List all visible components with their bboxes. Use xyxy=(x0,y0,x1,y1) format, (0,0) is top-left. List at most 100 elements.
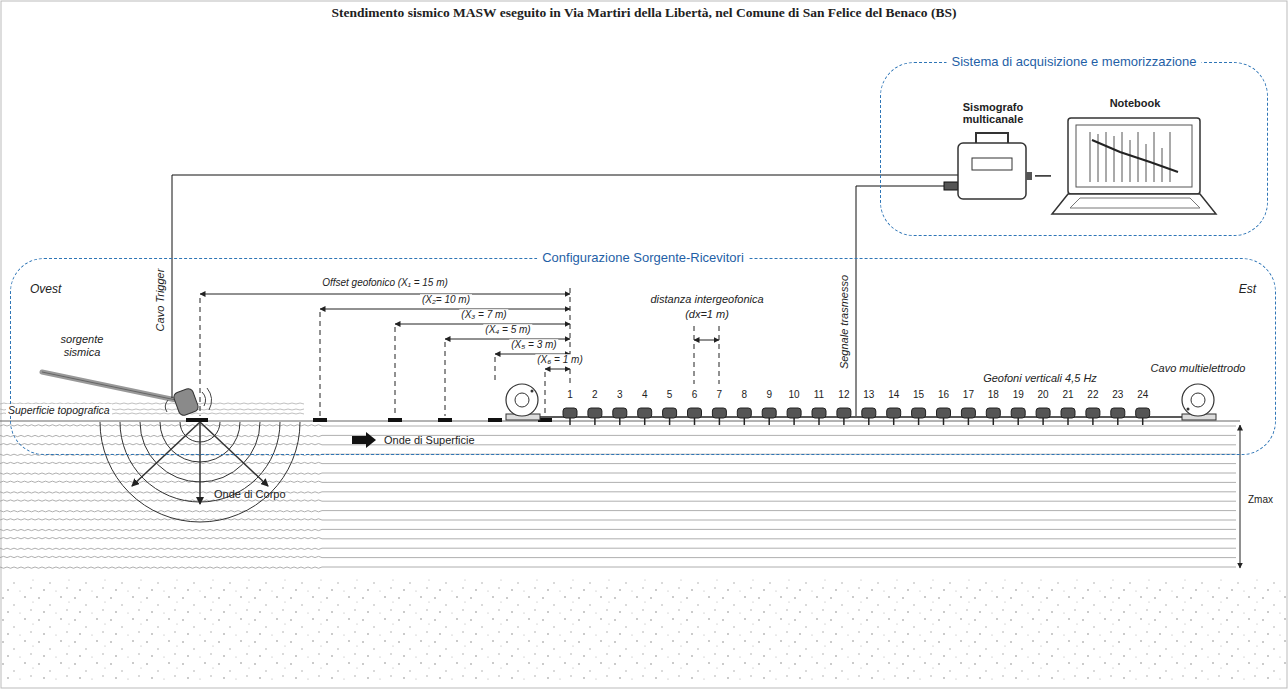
geophone-number: 5 xyxy=(667,389,673,401)
body-waves xyxy=(100,422,300,522)
soil-layer-line xyxy=(0,529,1236,530)
geophone-number: 20 xyxy=(1038,389,1049,401)
geophone-spike xyxy=(694,418,696,425)
geophone-spike xyxy=(918,418,920,425)
wave-label: Onde di Superficie xyxy=(384,434,475,447)
cable-reel-right xyxy=(1182,384,1216,420)
geophone-spike xyxy=(1017,418,1019,425)
bedrock-texture xyxy=(0,578,1288,684)
geophone-number: 22 xyxy=(1087,389,1098,401)
geophone-number: 18 xyxy=(988,389,999,401)
notebook-box: Notebook xyxy=(1051,97,1219,217)
geophone-spike xyxy=(669,418,671,425)
signal-cable xyxy=(856,182,958,416)
geophone-symbol xyxy=(812,408,826,418)
offset-dimension: (X₅ = 3 m) xyxy=(509,339,558,351)
direction-label: Est xyxy=(1239,283,1256,297)
source-receiver-region: Configurazione Sorgente-Ricevitori xyxy=(10,258,1276,455)
geophone-spike xyxy=(993,418,995,425)
geophone-spike xyxy=(768,418,770,425)
direction-label: Ovest xyxy=(30,283,61,297)
device-label: Notebook xyxy=(1051,97,1219,109)
geophone-number: 14 xyxy=(888,389,899,401)
geophone-number: 1 xyxy=(567,389,573,401)
offset-dimension: (X₄ = 5 m) xyxy=(483,324,532,336)
geophone-symbol xyxy=(1086,408,1100,418)
geophone-number: 15 xyxy=(913,389,924,401)
offset-dimension: (X₃ = 7 m) xyxy=(459,309,508,321)
geophone-spike xyxy=(644,418,646,425)
geophone-number: 19 xyxy=(1013,389,1024,401)
zmax-dimension xyxy=(1240,425,1241,568)
offset-dimensions xyxy=(200,294,719,369)
geophone-number: 16 xyxy=(938,389,949,401)
geophone-number: 13 xyxy=(863,389,874,401)
soil-layer-line xyxy=(0,462,1236,463)
surface-wave-arrow xyxy=(352,432,376,448)
geophone-spike xyxy=(818,418,820,425)
trigger-cable xyxy=(172,175,958,398)
soil-layer-line xyxy=(0,567,1236,568)
offset-guides xyxy=(200,288,719,416)
soil-layer-line xyxy=(0,425,1236,426)
geophone-symbol xyxy=(986,408,1000,418)
geophone-spike xyxy=(719,418,721,425)
device-label: Sismografo multicanale xyxy=(951,101,1035,125)
depth-label: Zmax xyxy=(1248,494,1273,506)
soil-layer-line xyxy=(0,556,1236,557)
geophone-symbol xyxy=(912,408,926,418)
geophone-symbol xyxy=(937,408,951,418)
geophone-symbol xyxy=(762,408,776,418)
geophone-number: 6 xyxy=(692,389,698,401)
source-label: sorgente sismica xyxy=(51,333,113,358)
geophone-symbol xyxy=(663,408,677,418)
spacing-dimension: (dx=1 m) xyxy=(685,308,729,321)
offset-dimension: Offset geofonico (X₁ = 15 m) xyxy=(320,277,450,289)
geophone-number: 3 xyxy=(617,389,623,401)
geophone-symbol xyxy=(712,408,726,418)
geophone-number: 23 xyxy=(1112,389,1123,401)
geophone-number: 12 xyxy=(838,389,849,401)
cable-connector xyxy=(1035,175,1051,177)
geophone-spike xyxy=(893,418,895,425)
cable-label: Segnale trasmesso xyxy=(838,275,851,369)
soil-layers xyxy=(0,403,1236,568)
geophones xyxy=(563,408,1150,425)
geophone-spike xyxy=(1142,418,1144,425)
geophone-symbol xyxy=(862,408,876,418)
geophone-number: 7 xyxy=(717,389,723,401)
geophone-symbol xyxy=(887,408,901,418)
soil-layer-line xyxy=(0,519,1236,520)
geophone-symbol xyxy=(688,408,702,418)
offset-dimension: (X₆ = 1 m) xyxy=(535,354,584,366)
geophone-spike xyxy=(868,418,870,425)
geophone-symbol xyxy=(588,408,602,418)
soil-layer-line xyxy=(0,538,1236,539)
geophone-symbol xyxy=(1111,408,1125,418)
geophone-spike xyxy=(744,418,746,425)
geophone-spike xyxy=(793,418,795,425)
cable-reel-left xyxy=(506,384,540,420)
seismograph-box: Sismografo multicanale xyxy=(951,101,1035,205)
geophone-number: 21 xyxy=(1062,389,1073,401)
geophone-symbol xyxy=(961,408,975,418)
geophone-number: 11 xyxy=(814,389,824,401)
geophone-spike xyxy=(1067,418,1069,425)
geophone-symbol xyxy=(837,408,851,418)
acquisition-region: Sistema di acquisizione e memorizzazione… xyxy=(880,62,1268,236)
geophone-spike xyxy=(619,418,621,425)
geophone-symbol xyxy=(563,408,577,418)
geophone-spike xyxy=(569,418,571,425)
geophone-spike xyxy=(594,418,596,425)
geophone-spike xyxy=(1042,418,1044,425)
geophone-label: Geofoni verticali 4,5 Hz xyxy=(983,372,1097,385)
geophone-number: 2 xyxy=(592,389,598,401)
geophone-spike xyxy=(1117,418,1119,425)
geophone-symbol xyxy=(613,408,627,418)
geophone-spike xyxy=(968,418,970,425)
geophone-symbol xyxy=(1036,408,1050,418)
